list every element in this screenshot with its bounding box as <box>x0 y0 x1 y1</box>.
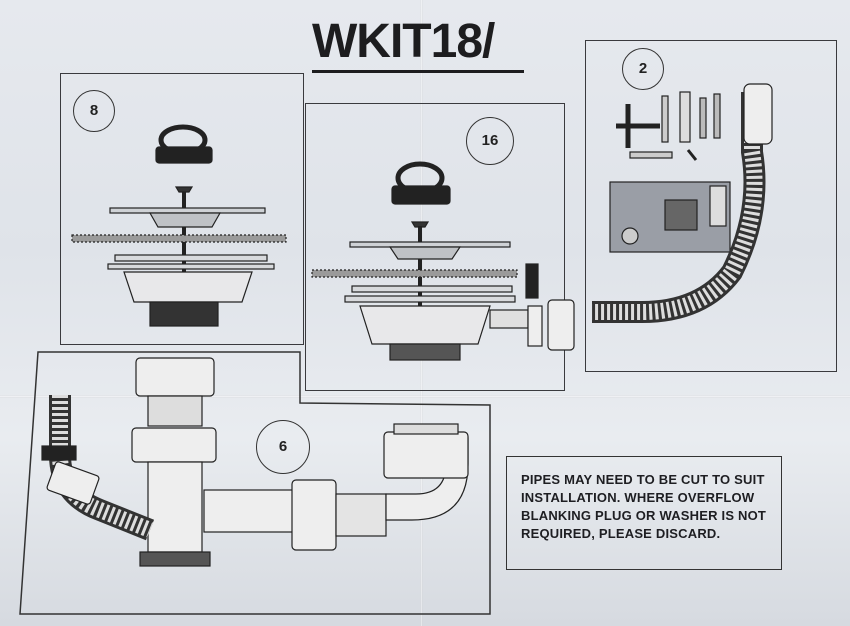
overflow-nut-icon <box>547 299 575 351</box>
badge-6: 6 <box>256 420 310 474</box>
side-nut-icon <box>291 479 337 551</box>
strainer-body-icon <box>123 271 253 303</box>
fold-line-horizontal <box>0 395 850 398</box>
overflow-kit-drawing <box>592 83 773 323</box>
waste-trap-drawing <box>41 357 469 567</box>
panel-strainer-16 <box>305 103 565 391</box>
blanking-plug-icon <box>525 263 539 299</box>
installation-note: PIPES MAY NEED TO BE CUT TO SUIT INSTALL… <box>521 472 767 541</box>
strainer-8-drawing <box>71 124 287 327</box>
panel-overflow-2 <box>585 40 837 372</box>
strainer-thread-icon <box>149 301 219 327</box>
top-nut-icon <box>135 357 215 397</box>
strainer-flange-icon <box>109 207 266 214</box>
overflow-outlet-icon <box>743 83 773 145</box>
mid-nut-icon <box>131 427 217 463</box>
sink-section-icon <box>311 269 518 278</box>
installation-note-box: PIPES MAY NEED TO BE CUT TO SUIT INSTALL… <box>506 456 782 570</box>
badge-2: 2 <box>622 48 664 90</box>
plug-cap-icon <box>155 146 213 164</box>
plug-cap-icon <box>391 185 451 205</box>
strainer-16-drawing <box>311 161 575 361</box>
bend-nut-icon <box>383 431 469 479</box>
page-title: WKIT18/ <box>312 15 495 68</box>
title-underline <box>312 70 524 73</box>
strainer-body-icon <box>359 305 491 345</box>
sink-section-icon <box>71 234 287 243</box>
inlet-nut-icon <box>46 461 100 505</box>
overflow-hose-icon <box>592 92 766 323</box>
panel-strainer-8 <box>60 73 304 345</box>
panel-waste-6-outline <box>19 351 491 615</box>
plug-screw-icon <box>174 186 194 193</box>
trap-thread-icon <box>139 551 211 567</box>
badge-16: 16 <box>466 117 514 165</box>
strainer-thread-icon <box>389 343 461 361</box>
badge-8: 8 <box>73 90 115 132</box>
